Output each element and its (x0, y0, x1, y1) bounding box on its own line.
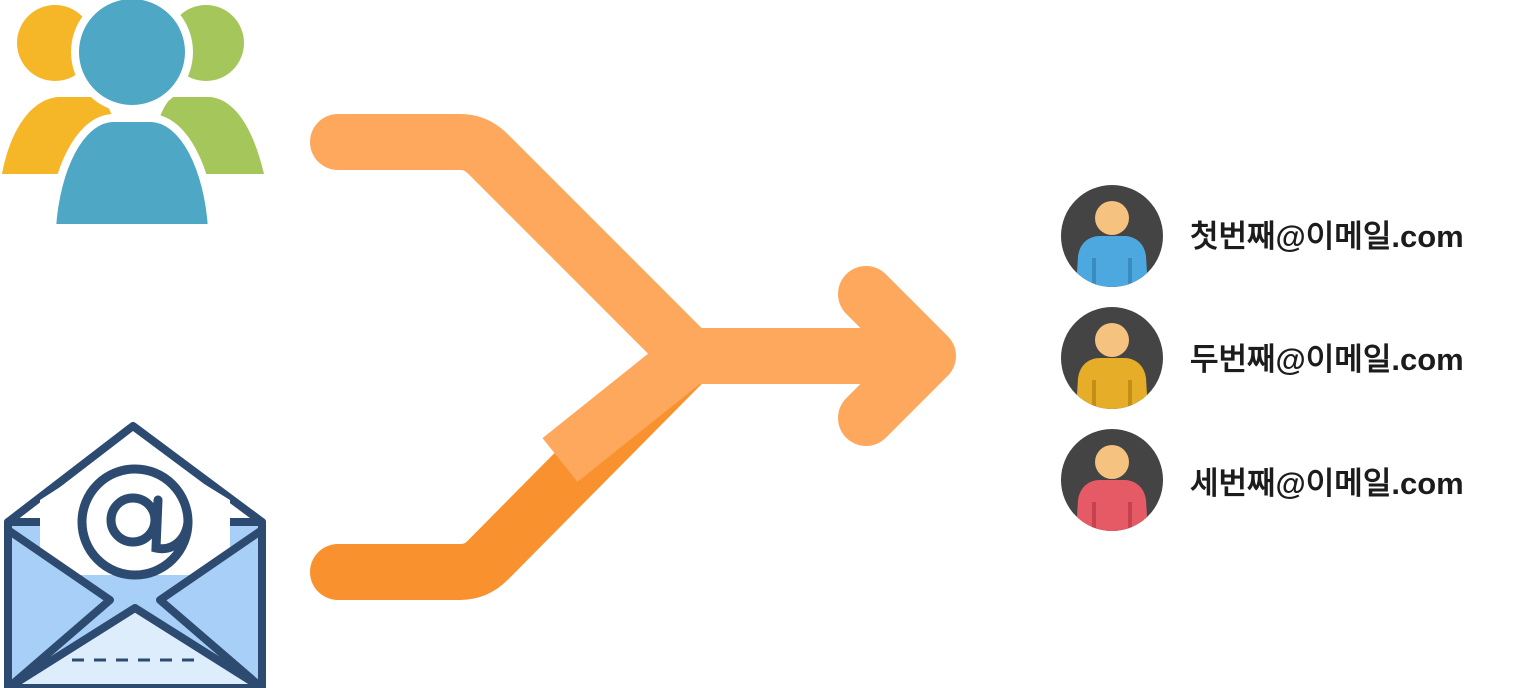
recipient-email-1: 첫번째@이메일.com (1190, 219, 1464, 254)
recipient-3: 세번째@이메일.com (1061, 429, 1464, 531)
open-envelope-at-icon (4, 422, 266, 688)
recipient-1: 첫번째@이메일.com (1061, 185, 1464, 287)
recipient-list: 첫번째@이메일.com 두번째@이메일.com (1061, 185, 1464, 531)
recipient-email-3: 세번째@이메일.com (1190, 466, 1464, 501)
user-avatar-icon (1061, 429, 1163, 531)
recipient-email-2: 두번째@이메일.com (1190, 342, 1464, 377)
recipient-2: 두번째@이메일.com (1061, 307, 1464, 409)
user-avatar-icon (1061, 185, 1163, 287)
user-center-icon (48, 0, 216, 232)
users-group-icon (2, 0, 264, 232)
user-avatar-icon (1061, 307, 1163, 409)
at-sign-icon (77, 464, 193, 580)
merge-arrow-icon (310, 114, 956, 600)
